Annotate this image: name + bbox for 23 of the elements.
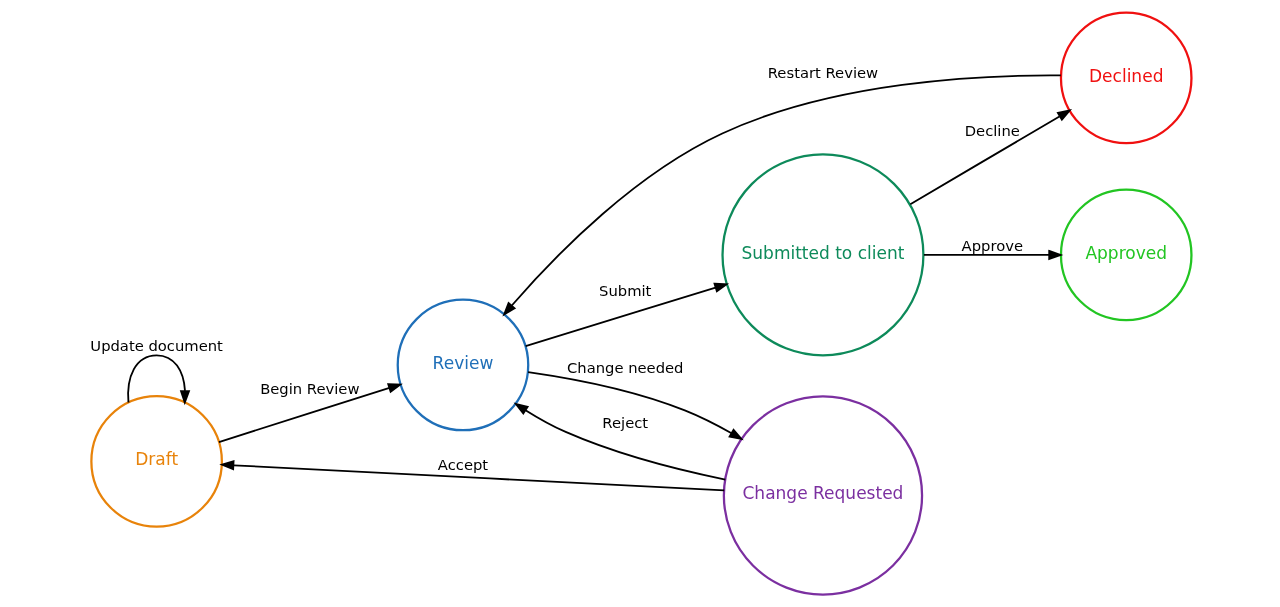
edge-label: Accept — [437, 455, 489, 473]
arrow — [909, 109, 1073, 206]
arrow — [502, 74, 1062, 317]
edge-label: Update document — [90, 337, 223, 355]
node-circle: Submitted to client — [721, 153, 925, 357]
edge-label: Begin Review — [260, 379, 360, 397]
arrow — [524, 282, 730, 347]
edge-label: Change needed — [567, 359, 684, 377]
edge-label: Approve — [961, 236, 1024, 254]
node-circle: Declined — [1059, 11, 1193, 145]
edge-label: Restart Review — [767, 64, 879, 82]
arrow — [127, 354, 191, 406]
node-circle: Draft — [90, 395, 223, 528]
edge-label: Decline — [964, 122, 1020, 140]
arrow — [513, 402, 727, 481]
arrow — [527, 371, 744, 441]
node-circle: Change Requested — [722, 395, 924, 596]
arrow — [218, 383, 403, 443]
edge-label: Submit — [599, 282, 652, 300]
edge-label: Reject — [602, 413, 649, 431]
arrow — [219, 460, 726, 492]
arrow — [923, 249, 1064, 261]
node-circle: Approved — [1059, 188, 1193, 322]
